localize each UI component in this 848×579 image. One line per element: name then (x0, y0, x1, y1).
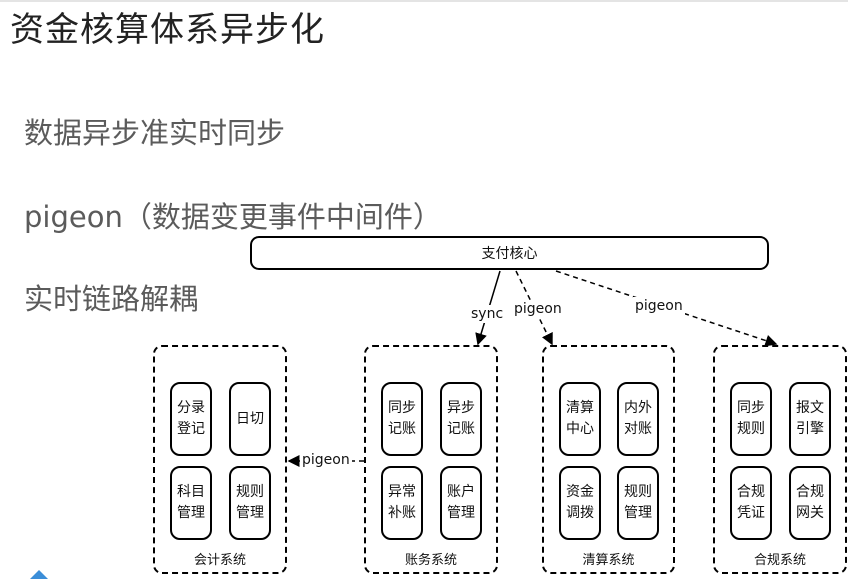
module-clearing-center: 清算 中心 (559, 382, 601, 456)
module-rule-management: 规则 管理 (229, 466, 271, 540)
payment-core-box: 支付核心 (250, 236, 769, 270)
module-sync-rules: 同步 规则 (730, 382, 772, 456)
top-divider (0, 0, 848, 2)
corner-logo-icon (30, 570, 48, 579)
bullet-decoupling: 实时链路解耦 (24, 282, 199, 316)
compliance-system: 同步 规则 报文 引擎 合规 凭证 合规 网关 合规系统 (713, 345, 847, 574)
edge-label-sync: sync (469, 305, 506, 323)
module-fund-transfer: 资金 调拨 (559, 466, 601, 540)
module-journal-entry: 分录 登记 (170, 382, 212, 456)
edge-label-pigeon-accounting: pigeon (300, 451, 352, 469)
bullet-async-sync: 数据异步准实时同步 (24, 116, 286, 150)
ledger-system-label: 账务系统 (404, 553, 457, 568)
module-day-end: 日切 (229, 382, 271, 456)
module-exception-repost: 异常 补账 (381, 466, 423, 540)
module-reconciliation: 内外 对账 (617, 382, 659, 456)
module-account-management: 账户 管理 (440, 466, 482, 540)
settlement-system-label: 清算系统 (582, 553, 635, 568)
slide-title: 资金核算体系异步化 (10, 10, 325, 50)
module-async-posting: 异步 记账 (440, 382, 482, 456)
accounting-system: 分录 登记 日切 科目 管理 规则 管理 会计系统 (153, 345, 287, 574)
module-compliance-voucher: 合规 凭证 (730, 466, 772, 540)
module-settlement-rule-management: 规则 管理 (617, 466, 659, 540)
module-sync-posting: 同步 记账 (381, 382, 423, 456)
edge-pigeon-compliance-line (555, 270, 778, 347)
bullet-pigeon: pigeon（数据变更事件中间件） (24, 200, 442, 234)
ledger-system: 同步 记账 异步 记账 异常 补账 账户 管理 账务系统 (364, 345, 498, 574)
compliance-system-label: 合规系统 (753, 553, 806, 568)
module-message-engine: 报文 引擎 (789, 382, 831, 456)
settlement-system: 清算 中心 内外 对账 资金 调拨 规则 管理 清算系统 (542, 345, 675, 574)
module-compliance-gateway: 合规 网关 (789, 466, 831, 540)
module-subject-management: 科目 管理 (170, 466, 212, 540)
edge-label-pigeon-compliance: pigeon (633, 297, 685, 315)
edge-label-pigeon-settlement: pigeon (512, 300, 564, 318)
accounting-system-label: 会计系统 (193, 553, 246, 568)
